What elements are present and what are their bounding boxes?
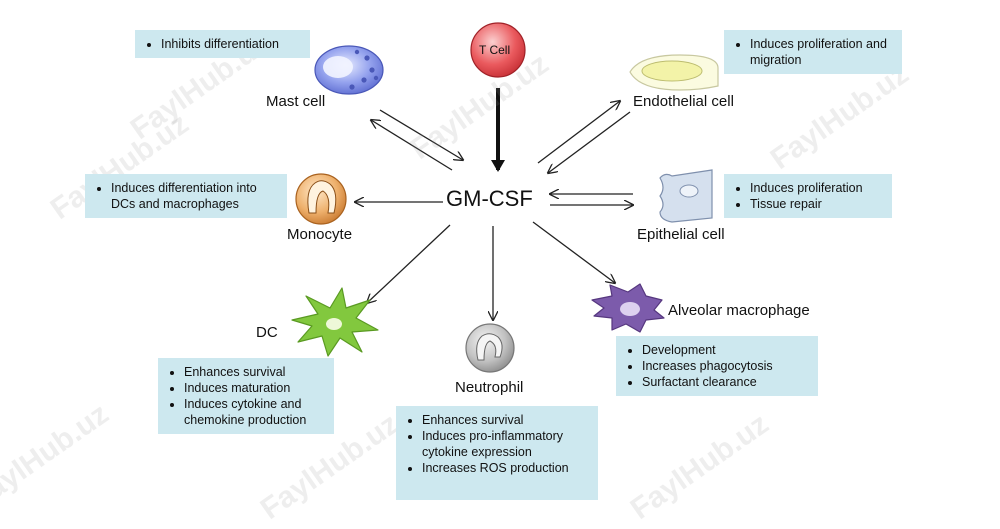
effect-item: Induces pro-inflammatory cytokine expres… [422,428,588,460]
tcell-icon [470,22,526,78]
epithelial-cell-icon [659,169,713,223]
neutrophil-label: Neutrophil [455,379,524,396]
effect-item: Tissue repair [750,196,882,212]
arrow-gmcsf-to-mast [371,120,453,171]
effect-item: Development [642,342,808,358]
tcell-label: T Cell [479,43,511,57]
arrow-gmcsf-to-dc [367,224,451,303]
endothelial-cell-effects: Induces proliferation and migration [724,30,902,74]
mast-cell-label: Mast cell [266,93,326,110]
endothelial-cell-icon [629,54,719,91]
effect-item: Inhibits differentiation [161,36,300,52]
effect-item: Induces proliferation [750,180,882,196]
monocyte-icon [295,173,347,225]
effect-item: Increases ROS production [422,460,588,476]
arrow-mast-to-gmcsf [379,109,463,160]
effect-item: Enhances survival [422,412,588,428]
center-label: GM-CSF [446,186,533,211]
effect-item: Induces proliferation and migration [750,36,892,68]
alveolar-macrophage-effects: DevelopmentIncreases phagocytosisSurfact… [616,336,818,396]
arrow-gmcsf-to-endothelial [537,101,620,164]
neutrophil-effects: Enhances survivalInduces pro-inflammator… [396,406,598,500]
dc-icon [291,287,379,357]
dc-effects: Enhances survivalInduces maturationInduc… [158,358,334,434]
alveolar-macrophage-icon [591,283,665,333]
endothelial-cell-label: Endothelial cell [633,93,734,110]
monocyte-effects: Induces differentiation into DCs and mac… [85,174,287,218]
effect-item: Surfactant clearance [642,374,808,390]
arrow-gmcsf-to-macrophage [532,221,615,283]
dc-label: DC [256,324,278,341]
epithelial-cell-label: Epithelial cell [637,226,725,243]
effect-item: Induces differentiation into DCs and mac… [111,180,277,212]
neutrophil-icon [465,323,515,373]
epithelial-cell-effects: Induces proliferationTissue repair [724,174,892,218]
effect-item: Increases phagocytosis [642,358,808,374]
arrows [355,88,633,320]
mast-cell-effects: Inhibits differentiation [135,30,310,58]
effect-item: Induces cytokine and chemokine productio… [184,396,324,428]
alveolar-macrophage-label: Alveolar macrophage [668,302,810,319]
effect-item: Induces maturation [184,380,324,396]
mast-cell-icon [314,45,384,95]
monocyte-label: Monocyte [287,226,353,243]
effect-item: Enhances survival [184,364,324,380]
arrow-endothelial-to-gmcsf [548,111,631,173]
